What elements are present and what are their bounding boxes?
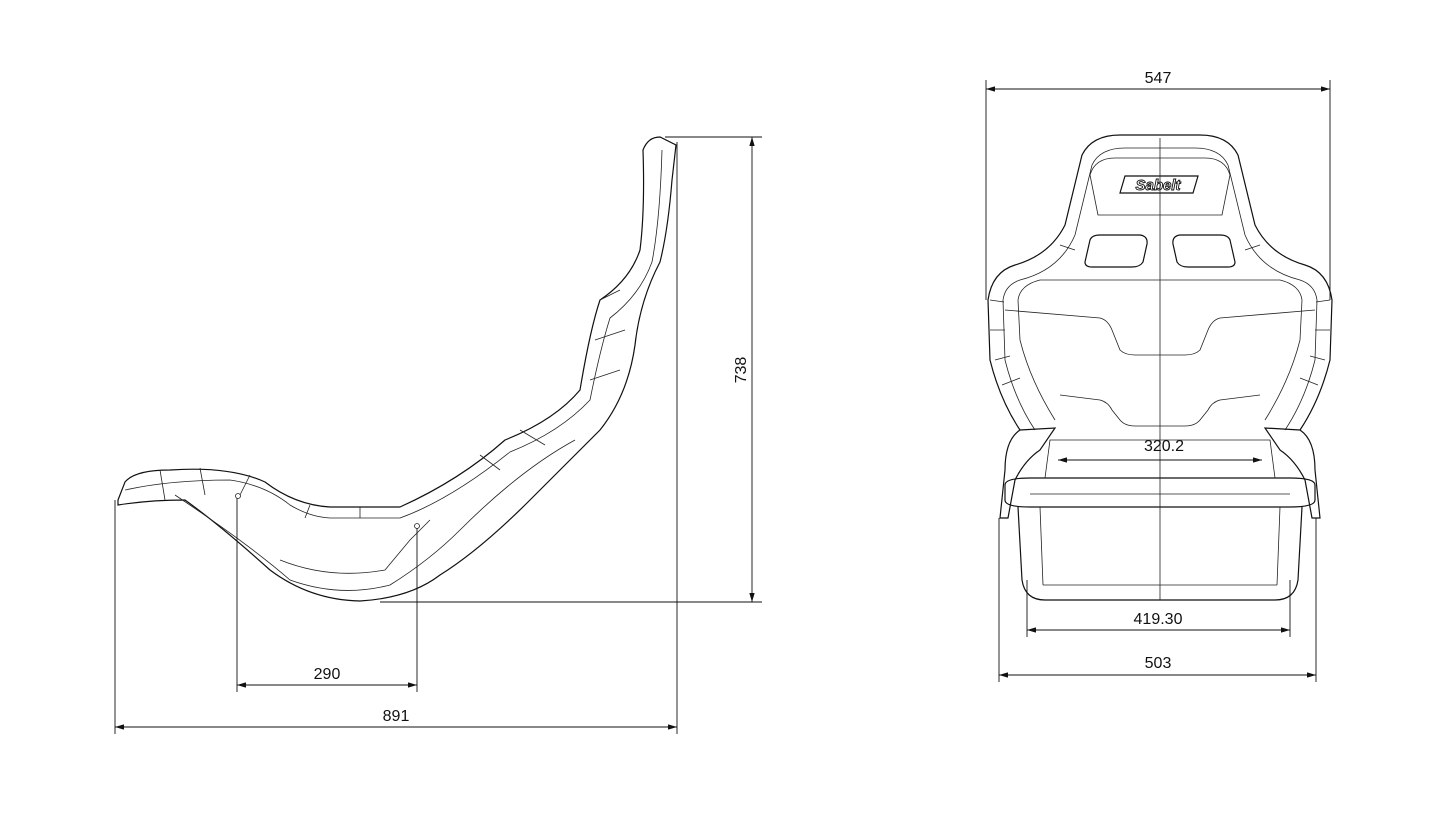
overall-width-label: 547 xyxy=(1145,70,1172,87)
harness-slot-right xyxy=(1172,234,1236,268)
harness-slot-left xyxy=(1084,234,1148,268)
base-inner-width-label: 419.30 xyxy=(1134,611,1183,628)
sabelt-logo: Sabelt xyxy=(1119,175,1199,194)
height-dimension-label: 738 xyxy=(733,357,750,384)
front-view-seat: Sabelt xyxy=(987,134,1333,601)
base-width-label: 503 xyxy=(1145,655,1172,672)
mount-spacing-dimension-label: 290 xyxy=(314,666,341,683)
inner-width-label: 320.2 xyxy=(1144,438,1184,455)
side-view-seat xyxy=(117,136,677,602)
svg-text:Sabelt: Sabelt xyxy=(1135,177,1181,194)
length-dimension-label: 891 xyxy=(383,708,410,725)
front-view-dimensions: 547 320.2 419.30 503 xyxy=(985,70,1331,682)
side-view-dimensions: 738 891 290 xyxy=(114,136,762,734)
